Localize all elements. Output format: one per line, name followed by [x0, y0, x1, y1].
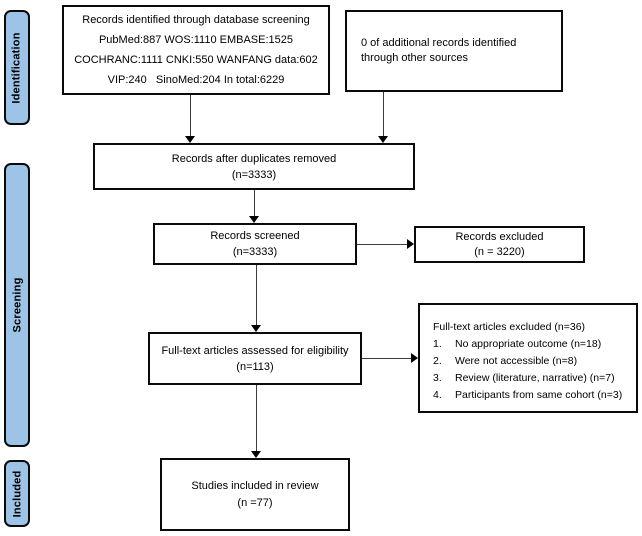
duplicates-removed-count: (n=3333): [231, 168, 277, 181]
stage-label-identification-text: Identification: [11, 31, 23, 104]
box-additional-records-other-sources: 0 of additional records identified throu…: [345, 10, 563, 92]
box-records-identified-databases: Records identified through database scre…: [62, 5, 330, 95]
box-fulltext-assessed: Full-text articles assessed for eligibil…: [148, 332, 362, 385]
fulltext-excluded-item-number: 4.: [433, 389, 442, 401]
fulltext-excluded-item-text: No appropriate outcome (n=18): [455, 338, 602, 350]
fulltext-excluded-item-text: Review (literature, narrative) (n=7): [455, 372, 615, 384]
stage-label-screening: Screening: [4, 163, 30, 447]
arrow-duplicates-to-screened: [254, 190, 255, 216]
database-box-counts-3: VIP:240 SinoMed:204 In total:6229: [107, 74, 285, 86]
box-records-after-duplicates-removed: Records after duplicates removed (n=3333…: [93, 143, 415, 190]
fulltext-excluded-item-number: 3.: [433, 372, 442, 384]
fulltext-excluded-item: 3. Review (literature, narrative) (n=7): [433, 370, 632, 387]
fulltext-excluded-item-text: Were not accessible (n=8): [455, 355, 578, 367]
arrow-screened-to-fulltext: [256, 265, 257, 325]
arrowhead-screened-to-excluded: [407, 239, 414, 249]
fulltext-excluded-item-number: 1.: [433, 338, 442, 350]
records-excluded-text: Records excluded: [455, 230, 544, 243]
arrow-other-to-duplicates: [383, 92, 384, 136]
database-box-counts-1: PubMed:887 WOS:1110 EMBASE:1525: [98, 34, 294, 46]
stage-label-screening-text: Screening: [11, 277, 23, 333]
studies-included-count: (n =77): [237, 496, 273, 509]
arrowhead-duplicates-to-screened: [249, 216, 259, 223]
fulltext-assessed-count: (n=113): [236, 360, 274, 373]
studies-included-text: Studies included in review: [191, 479, 319, 492]
arrow-fulltext-to-excluded: [362, 358, 411, 359]
fulltext-excluded-header: Full-text articles excluded (n=36): [433, 321, 586, 333]
arrowhead-database-to-duplicates: [185, 136, 195, 143]
fulltext-excluded-item: 1. No appropriate outcome (n=18): [433, 336, 632, 353]
records-excluded-count: (n = 3220): [474, 245, 525, 258]
fulltext-excluded-item-number: 2.: [433, 355, 442, 367]
arrowhead-fulltext-to-excluded: [411, 353, 418, 363]
fulltext-excluded-item-text: Participants from same cohort (n=3): [455, 389, 623, 401]
records-screened-count: (n=3333): [232, 246, 278, 258]
arrow-screened-to-excluded: [357, 244, 407, 245]
other-sources-text: 0 of additional records identified throu…: [361, 37, 520, 64]
fulltext-excluded-item: 2. Were not accessible (n=8): [433, 353, 632, 370]
database-box-title: Records identified through database scre…: [82, 14, 310, 26]
box-records-screened: Records screened (n=3333): [153, 223, 357, 265]
box-fulltext-excluded: Full-text articles excluded (n=36) 1. No …: [418, 303, 638, 413]
arrow-database-to-duplicates: [190, 95, 191, 136]
duplicates-removed-text: Records after duplicates removed: [171, 152, 337, 165]
box-studies-included: Studies included in review (n =77): [160, 458, 350, 531]
arrowhead-fulltext-to-included: [251, 451, 261, 458]
arrowhead-other-to-duplicates: [378, 136, 388, 143]
records-screened-text: Records screened: [210, 230, 300, 242]
box-records-excluded: Records excluded (n = 3220): [414, 226, 585, 263]
stage-label-identification: Identification: [4, 10, 30, 125]
fulltext-assessed-text: Full-text articles assessed for eligibil…: [161, 344, 349, 357]
arrowhead-screened-to-fulltext: [251, 325, 261, 332]
database-box-counts-2: COCHRANC:1111 CNKI:550 WANFANG data:602: [74, 54, 318, 66]
stage-label-included-text: Included: [11, 470, 24, 517]
arrow-fulltext-to-included: [256, 385, 257, 451]
stage-label-included: Included: [4, 460, 30, 527]
fulltext-excluded-item: 4. Participants from same cohort (n=3): [433, 387, 632, 404]
